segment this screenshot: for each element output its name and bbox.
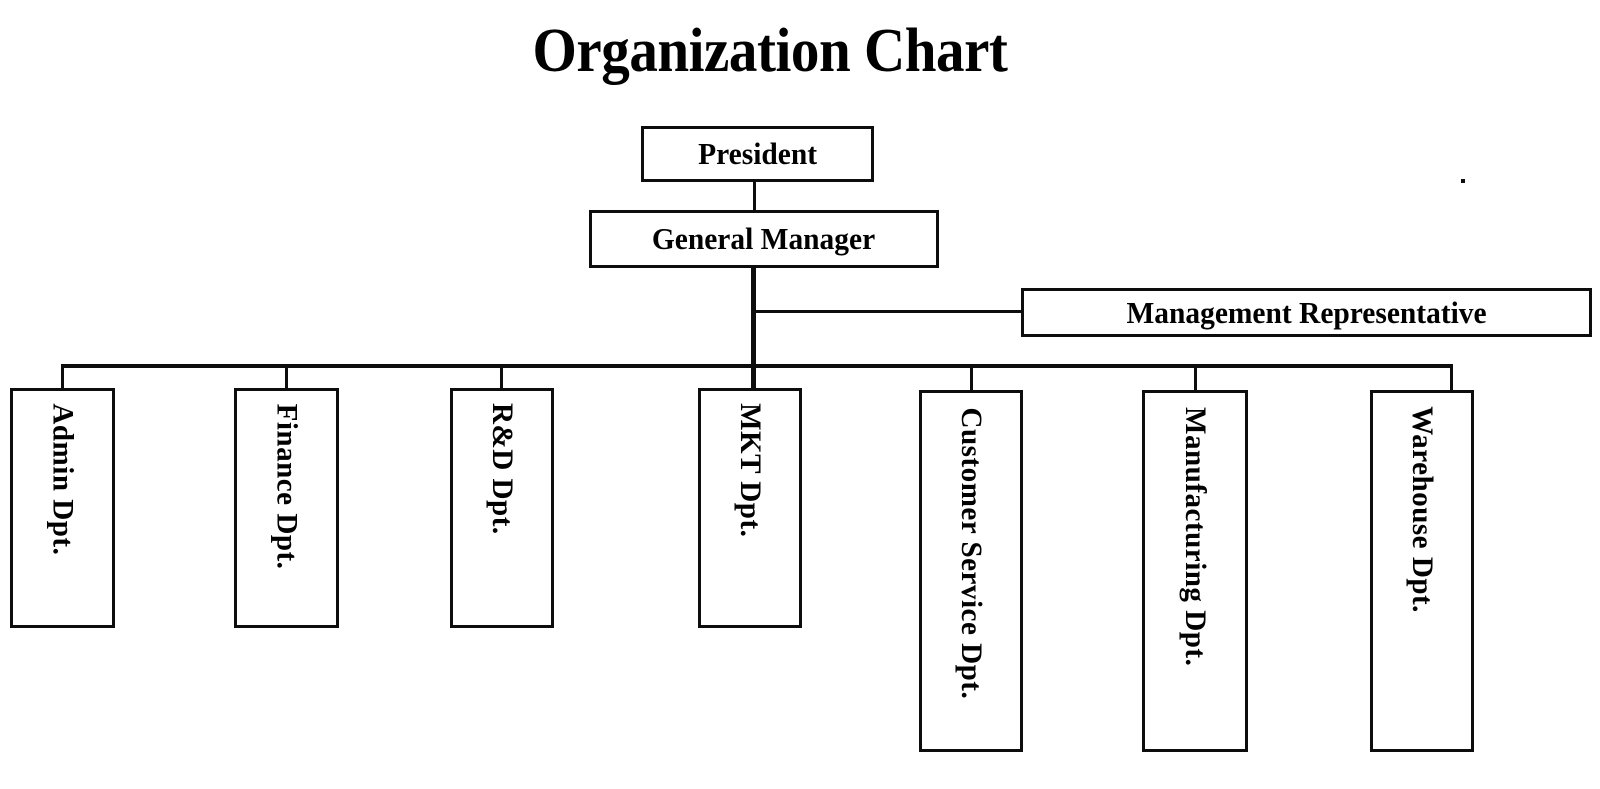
node-manufacturing-dpt[interactable]: Manufacturing Dpt. <box>1142 390 1248 752</box>
connector-to-warehouse-dpt <box>1450 364 1453 390</box>
connector-to-management-representative <box>753 310 1023 313</box>
node-admin-dpt-label: Admin Dpt. <box>46 403 80 556</box>
node-general-manager[interactable]: General Manager <box>589 210 939 268</box>
node-warehouse-dpt-label: Warehouse Dpt. <box>1406 406 1439 613</box>
connector-president-to-general-manager <box>753 182 756 211</box>
node-warehouse-dpt[interactable]: Warehouse Dpt. <box>1370 390 1474 752</box>
page-title: Organization Chart <box>532 17 1008 85</box>
connector-to-rd-dpt <box>500 364 503 390</box>
connector-to-finance-dpt <box>285 364 288 390</box>
node-customer-service-dpt[interactable]: Customer Service Dpt. <box>919 390 1023 752</box>
node-finance-dpt-label: Finance Dpt. <box>270 403 304 570</box>
node-rd-dpt-label: R&D Dpt. <box>486 403 519 535</box>
connector-to-customer-service-dpt <box>970 364 973 390</box>
node-rd-dpt[interactable]: R&D Dpt. <box>450 388 554 628</box>
node-finance-dpt[interactable]: Finance Dpt. <box>234 388 339 628</box>
connector-to-admin-dpt <box>61 364 64 390</box>
node-general-manager-label: General Manager <box>652 221 876 256</box>
node-manufacturing-dpt-label: Manufacturing Dpt. <box>1179 407 1212 667</box>
node-management-representative-label: Management Representative <box>1126 294 1487 330</box>
node-mkt-dpt[interactable]: MKT Dpt. <box>698 388 802 628</box>
node-president-label: President <box>698 136 817 171</box>
node-mkt-dpt-label: MKT Dpt. <box>734 403 767 538</box>
node-management-representative[interactable]: Management Representative <box>1021 288 1592 337</box>
trunk-line <box>751 268 756 390</box>
stray-dot-artifact <box>1461 179 1465 183</box>
connector-to-manufacturing-dpt <box>1194 364 1197 390</box>
node-admin-dpt[interactable]: Admin Dpt. <box>10 388 115 628</box>
department-bus-line <box>61 364 1453 368</box>
node-customer-service-dpt-label: Customer Service Dpt. <box>955 407 988 700</box>
node-president[interactable]: President <box>641 126 874 182</box>
